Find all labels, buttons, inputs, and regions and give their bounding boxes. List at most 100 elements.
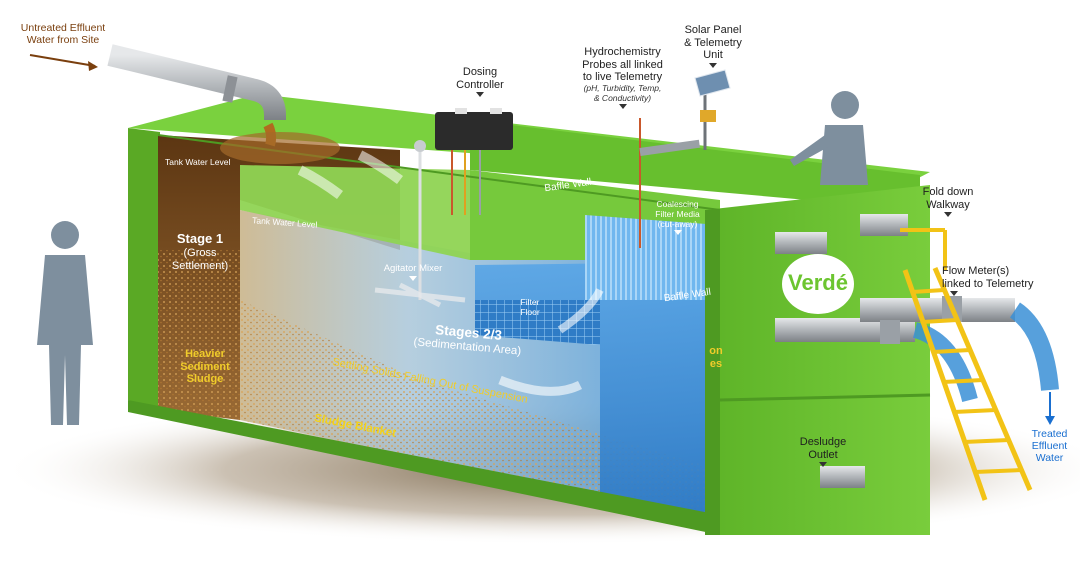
tank-water-level-1: Tank Water Level (165, 157, 231, 167)
heavier-sludge-label: Heavier Sediment Sludge (165, 348, 245, 386)
flow-arrow-1 (297, 165, 343, 200)
coalescing-label: Coalescing Filter Media (cut-away) (640, 199, 715, 236)
solar-label-line3: Unit (703, 49, 723, 62)
hydro-label-line3: to live Telemetry (582, 71, 663, 84)
walkway-label: Fold down Walkway (918, 186, 978, 218)
inflow-label: Untreated Effluent Water from Site (8, 22, 118, 46)
treated-effluent-label: Treated Effluent Water (1022, 428, 1077, 464)
dosing-pointer-icon (476, 92, 484, 98)
stage1-title: Stage 1 (176, 231, 224, 246)
partial-label-line2: es (709, 357, 723, 370)
hydro-label-line1: Hydrochemistry (584, 46, 661, 58)
flow-label-line2: linked to Telemetry (942, 277, 1034, 290)
outflow-arrowhead (1045, 416, 1055, 425)
inlet-ripples (220, 132, 340, 164)
wall-rib (719, 393, 931, 402)
person-left (37, 221, 93, 425)
walkway-label-line2: Walkway (926, 198, 970, 211)
desludge-label-line2: Outlet (808, 448, 838, 461)
inflow-label-line1: Untreated Effluent (20, 22, 106, 34)
agitator-motor (414, 140, 426, 152)
telemetry-unit (700, 110, 716, 122)
desludge-pipe (820, 466, 865, 488)
coalescing-label-line1: Coalescing (656, 199, 699, 209)
dosing-label-line2: Controller (456, 78, 504, 91)
flow-arrow-2 (357, 150, 403, 185)
inflow-arrow-line (29, 54, 96, 67)
treated-label-line1: Treated (1031, 428, 1068, 440)
coalescing-media (585, 215, 720, 300)
dosing-label-line1: Dosing (462, 66, 498, 78)
filter-floor (475, 300, 600, 345)
filter-floor-label: Filter Floor (505, 297, 555, 318)
hydro-label-line5: & Conductivity) (593, 92, 652, 103)
inlet-valve (222, 75, 238, 103)
partial-label: on es (706, 345, 726, 370)
desludge-label-line1: Desludge (799, 436, 847, 448)
flow-pointer-icon (950, 291, 958, 297)
solar-label: Solar Panel & Telemetry Unit (678, 24, 748, 68)
coalescing-pointer-icon (673, 230, 682, 236)
tank-right-end (705, 185, 930, 535)
inner-back-wall (240, 165, 470, 260)
hydro-label-line4: (pH, Turbidity, Temp, (583, 82, 662, 93)
outflow-jet-2 (1009, 302, 1059, 391)
solar-label-line2: & Telemetry (684, 36, 742, 49)
flow-meter-label: Flow Meter(s) linked to Telemetry (942, 265, 1052, 297)
agitator-blades (374, 282, 466, 308)
dosing-controller-box (435, 112, 513, 150)
treated-label-line3: Water (1035, 452, 1064, 465)
ladder-rungs (911, 288, 1023, 474)
filter-label-line2: Floor (520, 306, 540, 317)
heavier-line2: Sediment (180, 360, 230, 373)
dosing-cap-2 (490, 108, 502, 114)
stage1-sub1: (Gross (183, 246, 217, 259)
stage1-sediment (158, 250, 240, 420)
walkway-label-line1: Fold down (922, 186, 974, 198)
inflow-label-line2: Water from Site (26, 34, 100, 47)
stage1-label: Stage 1 (Gross Settlement) (160, 231, 240, 272)
treated-label-line2: Effluent (1031, 440, 1068, 453)
heavier-line1: Heavier (185, 348, 225, 360)
desludge-label: Desludge Outlet (793, 436, 853, 468)
flow-label-line1: Flow Meter(s) (942, 265, 1010, 277)
baffle-wall-top (470, 120, 920, 210)
heavier-line3: Sludge (186, 373, 224, 386)
partial-label-line1: on (709, 345, 723, 357)
flow-arrow-4 (557, 288, 604, 334)
desludge-pointer-icon (819, 462, 827, 468)
person-right (790, 91, 868, 185)
inlet-pipe (107, 44, 286, 120)
outlet-pipe-upper (860, 298, 1015, 322)
tank-front-rail (128, 400, 720, 535)
tank-left-end (128, 128, 160, 410)
dosing-cap-1 (455, 108, 467, 114)
pipe-upper-left (775, 232, 827, 254)
flow-arrow-3 (498, 375, 583, 396)
inflow-arrowhead (88, 61, 98, 71)
pipe-upper-right (860, 214, 908, 236)
hydro-label-line2: Probes all linked (582, 58, 663, 71)
solar-panel (694, 69, 731, 97)
agitator-label: Agitator Mixer (368, 263, 458, 281)
flow-meter-2 (880, 320, 900, 344)
solar-label-line1: Solar Panel (684, 24, 742, 36)
tank-corner (705, 210, 720, 535)
filter-label-line1: Filter (520, 297, 540, 307)
agitator-label-text: Agitator Mixer (383, 263, 443, 274)
hydrochemistry-label: Hydrochemistry Probes all linked to live… (565, 46, 680, 110)
hydro-pointer-icon (618, 104, 627, 110)
probe-bracket (639, 139, 700, 156)
walkway-pointer-icon (944, 212, 952, 218)
coalescing-label-line3: (cut-away) (657, 218, 698, 229)
stage1-sub2: Settlement) (171, 259, 229, 272)
solar-pointer-icon (709, 62, 717, 68)
brand-badge (782, 254, 854, 314)
agitator-pointer-icon (409, 275, 417, 281)
brand-logo-text: Verdé (788, 270, 848, 295)
ladder-rail-left (902, 269, 988, 501)
coalescing-label-line2: Filter Media (655, 208, 700, 219)
dosing-label: Dosing Controller (440, 66, 520, 98)
